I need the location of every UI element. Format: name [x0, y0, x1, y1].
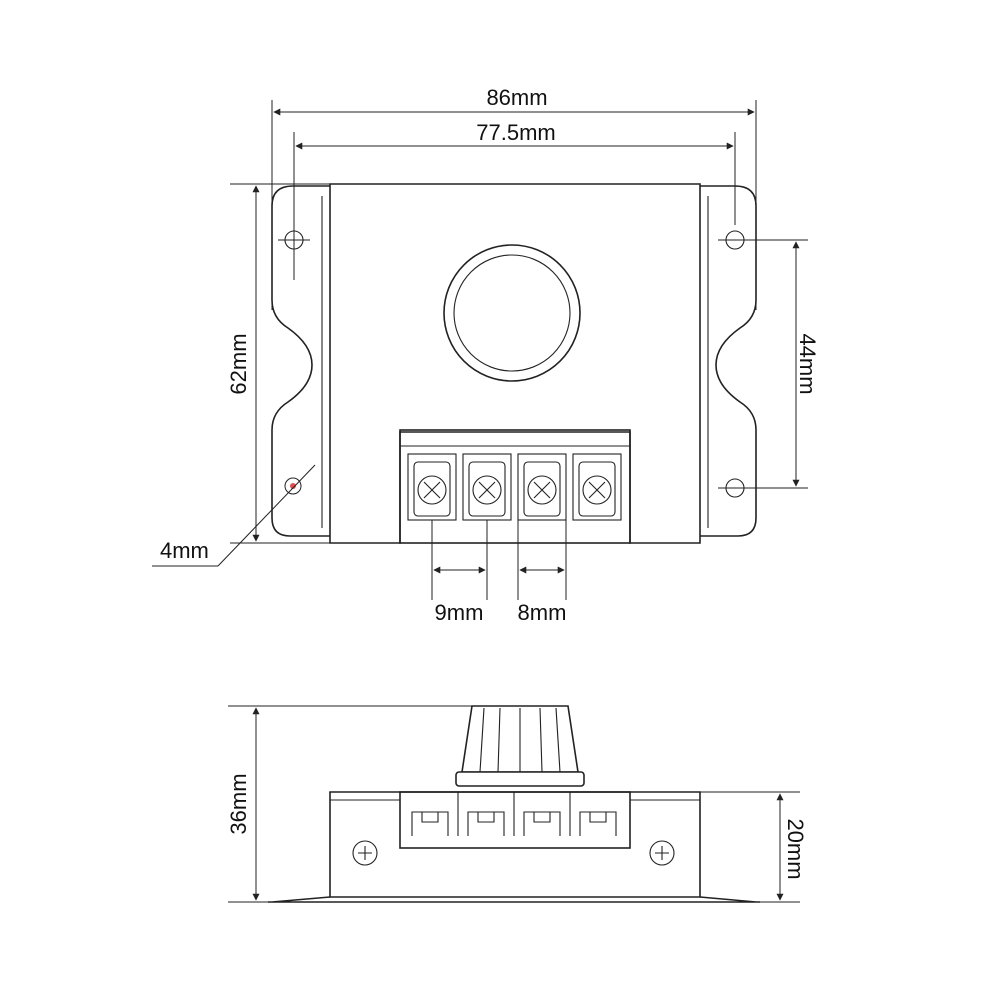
knob-inner-ring: [453, 254, 571, 372]
dimension-overall-height: 62mm: [226, 183, 330, 544]
mounting-hole-top-left: [278, 210, 310, 280]
dimension-body-depth: 20mm: [700, 791, 808, 903]
side-screw-left-icon: [352, 840, 378, 866]
side-screw-right-icon: [649, 840, 675, 866]
label-hole-spacing-width: 77.5mm: [476, 120, 555, 145]
terminal-slot-4: [572, 453, 622, 521]
terminal-slot-1: [407, 453, 457, 521]
base-flange-side: [268, 896, 760, 903]
body-side: [329, 791, 701, 898]
screw-2-icon: [472, 475, 502, 505]
label-overall-width: 86mm: [486, 85, 547, 110]
terminal-block-front: [399, 791, 631, 849]
dimension-hole-diameter: 4mm: [152, 464, 316, 567]
terminal-front-slots: [411, 792, 617, 836]
label-terminal-pitch-b: 8mm: [518, 600, 567, 625]
screw-4-icon: [582, 475, 612, 505]
label-overall-height: 62mm: [226, 333, 251, 394]
label-hole-spacing-height: 44mm: [795, 333, 820, 394]
label-body-depth: 20mm: [783, 818, 808, 879]
screw-1-icon: [417, 475, 447, 505]
dimension-total-depth: 36mm: [226, 705, 472, 903]
mounting-hole-bottom-right: [718, 478, 808, 498]
knob-outer-ring: [443, 244, 581, 382]
terminal-slot-2: [462, 453, 512, 521]
terminal-slot-3: [517, 453, 567, 521]
label-hole-diameter: 4mm: [160, 538, 209, 563]
mounting-hole-top-right: [718, 230, 808, 250]
side-view: 36mm 20mm: [226, 705, 808, 903]
terminal-block-housing: [399, 429, 631, 544]
dimension-terminal-pitch-b: 8mm: [517, 520, 567, 625]
label-total-depth: 36mm: [226, 773, 251, 834]
screw-3-icon: [527, 475, 557, 505]
top-view: 86mm 77.5mm 62mm 44mm 4mm: [152, 85, 820, 625]
dimension-hole-spacing-width: 77.5mm: [293, 120, 736, 225]
main-body: [329, 183, 701, 544]
dimension-overall-width: 86mm: [271, 85, 757, 310]
dimension-terminal-pitch-a: 9mm: [431, 520, 488, 625]
dimension-hole-spacing-height: 44mm: [792, 241, 820, 487]
label-terminal-pitch-a: 9mm: [435, 600, 484, 625]
knob-collar: [455, 771, 585, 787]
mounting-hole-bottom-left: [284, 477, 302, 495]
